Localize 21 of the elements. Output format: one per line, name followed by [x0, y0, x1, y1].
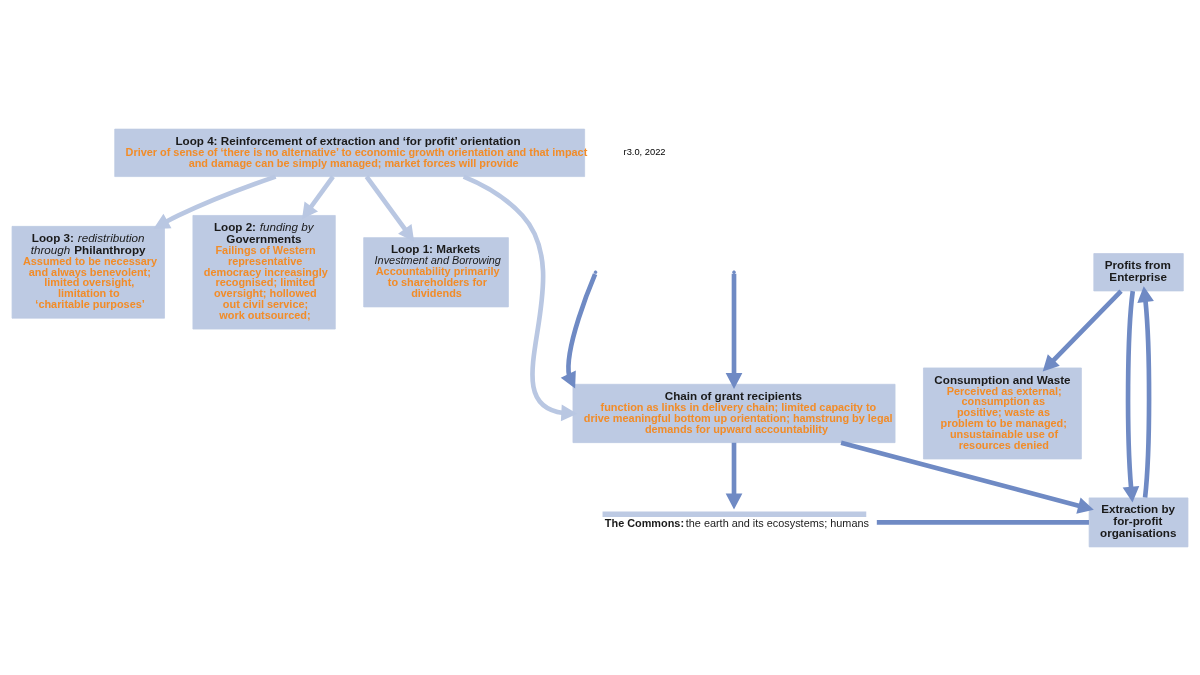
node-box: Loop 3: redistribution through Philanthropy Assumed to be necessary and always benevolent; limited oversight, limitation to ‘charitable purposes’: [11, 225, 165, 319]
arrow: [1137, 285, 1154, 498]
node-box: Loop 2: funding by Governments Failings of Western representative democracy increasingly recognised; limited oversight; hollowed out civil service; work outsourced;: [192, 214, 336, 329]
arrow: [725, 442, 743, 509]
arrow: [560, 272, 598, 388]
connector: [876, 519, 1089, 525]
node-box: Consumption and Waste Perceived as external; consumption as positive; waste as problem to be managed; unsustainable use of resources denied: [923, 367, 1082, 459]
arrow: [725, 273, 743, 389]
arrow: [840, 439, 1094, 514]
node-label: The Commons: the earth and its ecosystems; humans: [604, 516, 869, 529]
node-box: Chain of grant recipients function as links in delivery chain; limited capacity to drive meaningful bottom up orientation; hamstrung by legal demands for upward accountability: [572, 383, 896, 443]
arrow: [1042, 288, 1123, 371]
node-box: Loop 1: Markets Investment and Borrowing Accountability primarily to shareholders for dividends: [363, 236, 509, 307]
arrow: [1122, 290, 1140, 503]
node-box: Extraction by for-profit organisations: [1088, 497, 1189, 547]
arrow: [462, 173, 578, 421]
arrow: [153, 173, 277, 229]
node-box: [602, 511, 867, 517]
arrow: [301, 174, 335, 219]
label: r3.0, 2022: [623, 146, 666, 157]
node-box: Profits from Enterprise: [1093, 252, 1184, 291]
